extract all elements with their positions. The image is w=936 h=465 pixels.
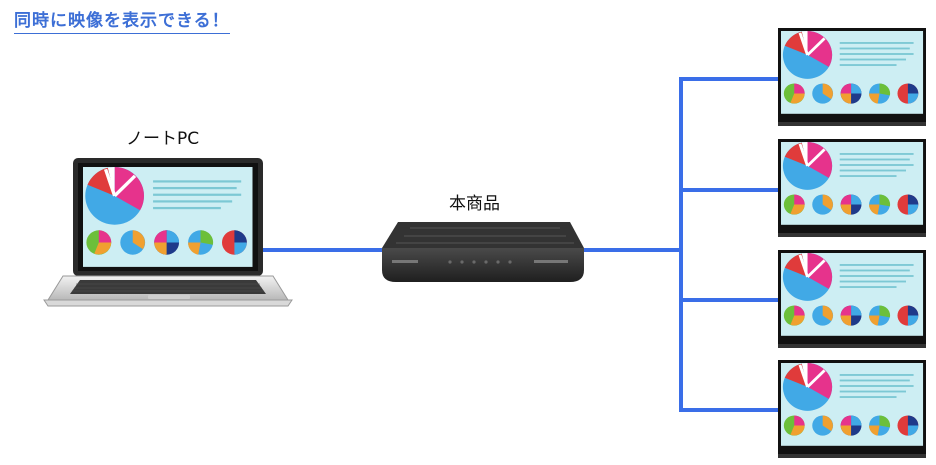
hub-label: 本商品 (449, 194, 500, 214)
page-title: 同時に映像を表示できる！ (14, 6, 230, 34)
monitor-4 (778, 360, 926, 458)
laptop-image (43, 158, 293, 307)
monitor-2 (778, 139, 926, 237)
hub-device-image (382, 222, 584, 282)
monitor-1 (778, 28, 926, 126)
monitor-3 (778, 250, 926, 348)
connection-lines (262, 77, 780, 412)
laptop-label: ノートPC (126, 129, 200, 149)
